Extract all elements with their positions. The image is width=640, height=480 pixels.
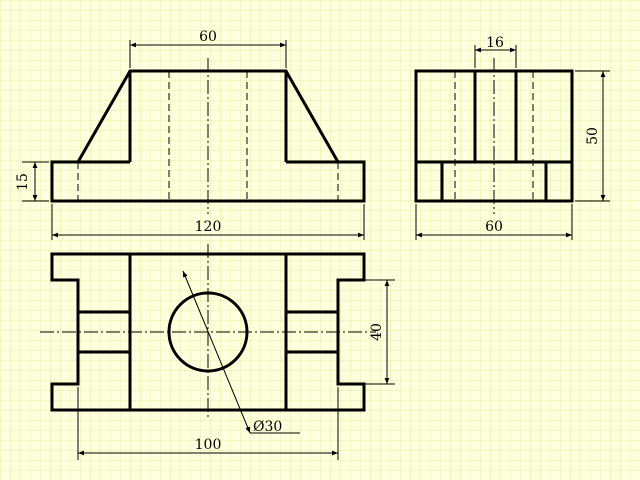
dimension-top-inner-width: 100 bbox=[77, 387, 339, 460]
front-view bbox=[50, 58, 366, 214]
dim-side-width-label: 60 bbox=[485, 219, 503, 235]
dimension-side-slot: 16 bbox=[474, 35, 517, 68]
dim-top-depth-label: 40 bbox=[369, 323, 385, 341]
dim-top-inner-label: 100 bbox=[195, 437, 222, 453]
dimension-front-top: 60 bbox=[129, 29, 287, 68]
dimension-front-overall: 120 bbox=[51, 204, 365, 240]
dim-side-height-label: 50 bbox=[585, 127, 601, 145]
dim-front-overall-label: 120 bbox=[195, 219, 222, 235]
dim-front-top-label: 60 bbox=[199, 29, 217, 45]
dim-front-base-label: 15 bbox=[15, 173, 31, 191]
dim-top-hole-label: Ø30 bbox=[253, 419, 282, 435]
side-view bbox=[414, 58, 574, 214]
dim-side-slot-label: 16 bbox=[486, 35, 504, 51]
dimension-side-height: 50 bbox=[575, 70, 610, 202]
dimension-top-slot-depth: 40 bbox=[341, 279, 395, 385]
dimension-top-hole-diameter: Ø30 bbox=[182, 270, 300, 435]
dimension-front-base-height: 15 bbox=[15, 161, 49, 202]
dimension-side-width: 60 bbox=[415, 204, 573, 240]
